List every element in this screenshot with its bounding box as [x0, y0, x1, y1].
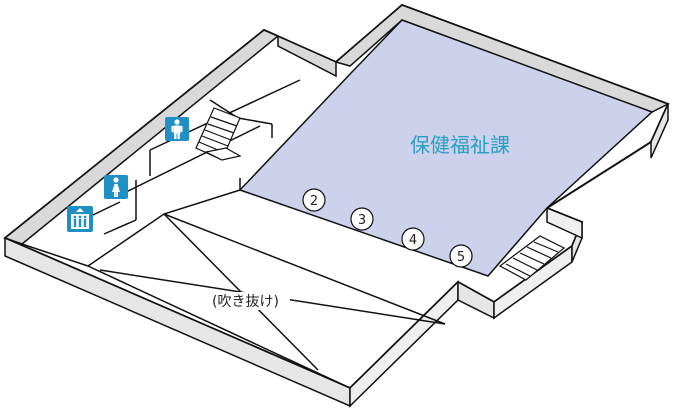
stairs-left — [195, 107, 242, 161]
wall-face-right-upper — [650, 103, 669, 159]
counter-4-label: 4 — [409, 233, 417, 248]
women-restroom-icon — [104, 175, 128, 199]
office-label: 保健福祉課 — [410, 133, 510, 157]
counter-4: 4 — [401, 227, 425, 251]
stairs-right — [498, 235, 566, 281]
counter-3: 3 — [350, 207, 374, 231]
counter-5: 5 — [449, 244, 473, 268]
counter-5-label: 5 — [457, 250, 465, 265]
counter-3-label: 3 — [358, 213, 366, 228]
elevator-icon — [67, 206, 93, 232]
counter-2: 2 — [302, 188, 326, 212]
office-area — [238, 19, 654, 277]
wall-face-right-step — [546, 206, 583, 240]
void-label-bg — [212, 292, 290, 310]
men-restroom-icon — [165, 117, 189, 141]
void-label: (吹き抜け) — [212, 294, 279, 310]
counter-2-label: 2 — [310, 194, 318, 209]
wall-top-upper — [263, 29, 337, 78]
